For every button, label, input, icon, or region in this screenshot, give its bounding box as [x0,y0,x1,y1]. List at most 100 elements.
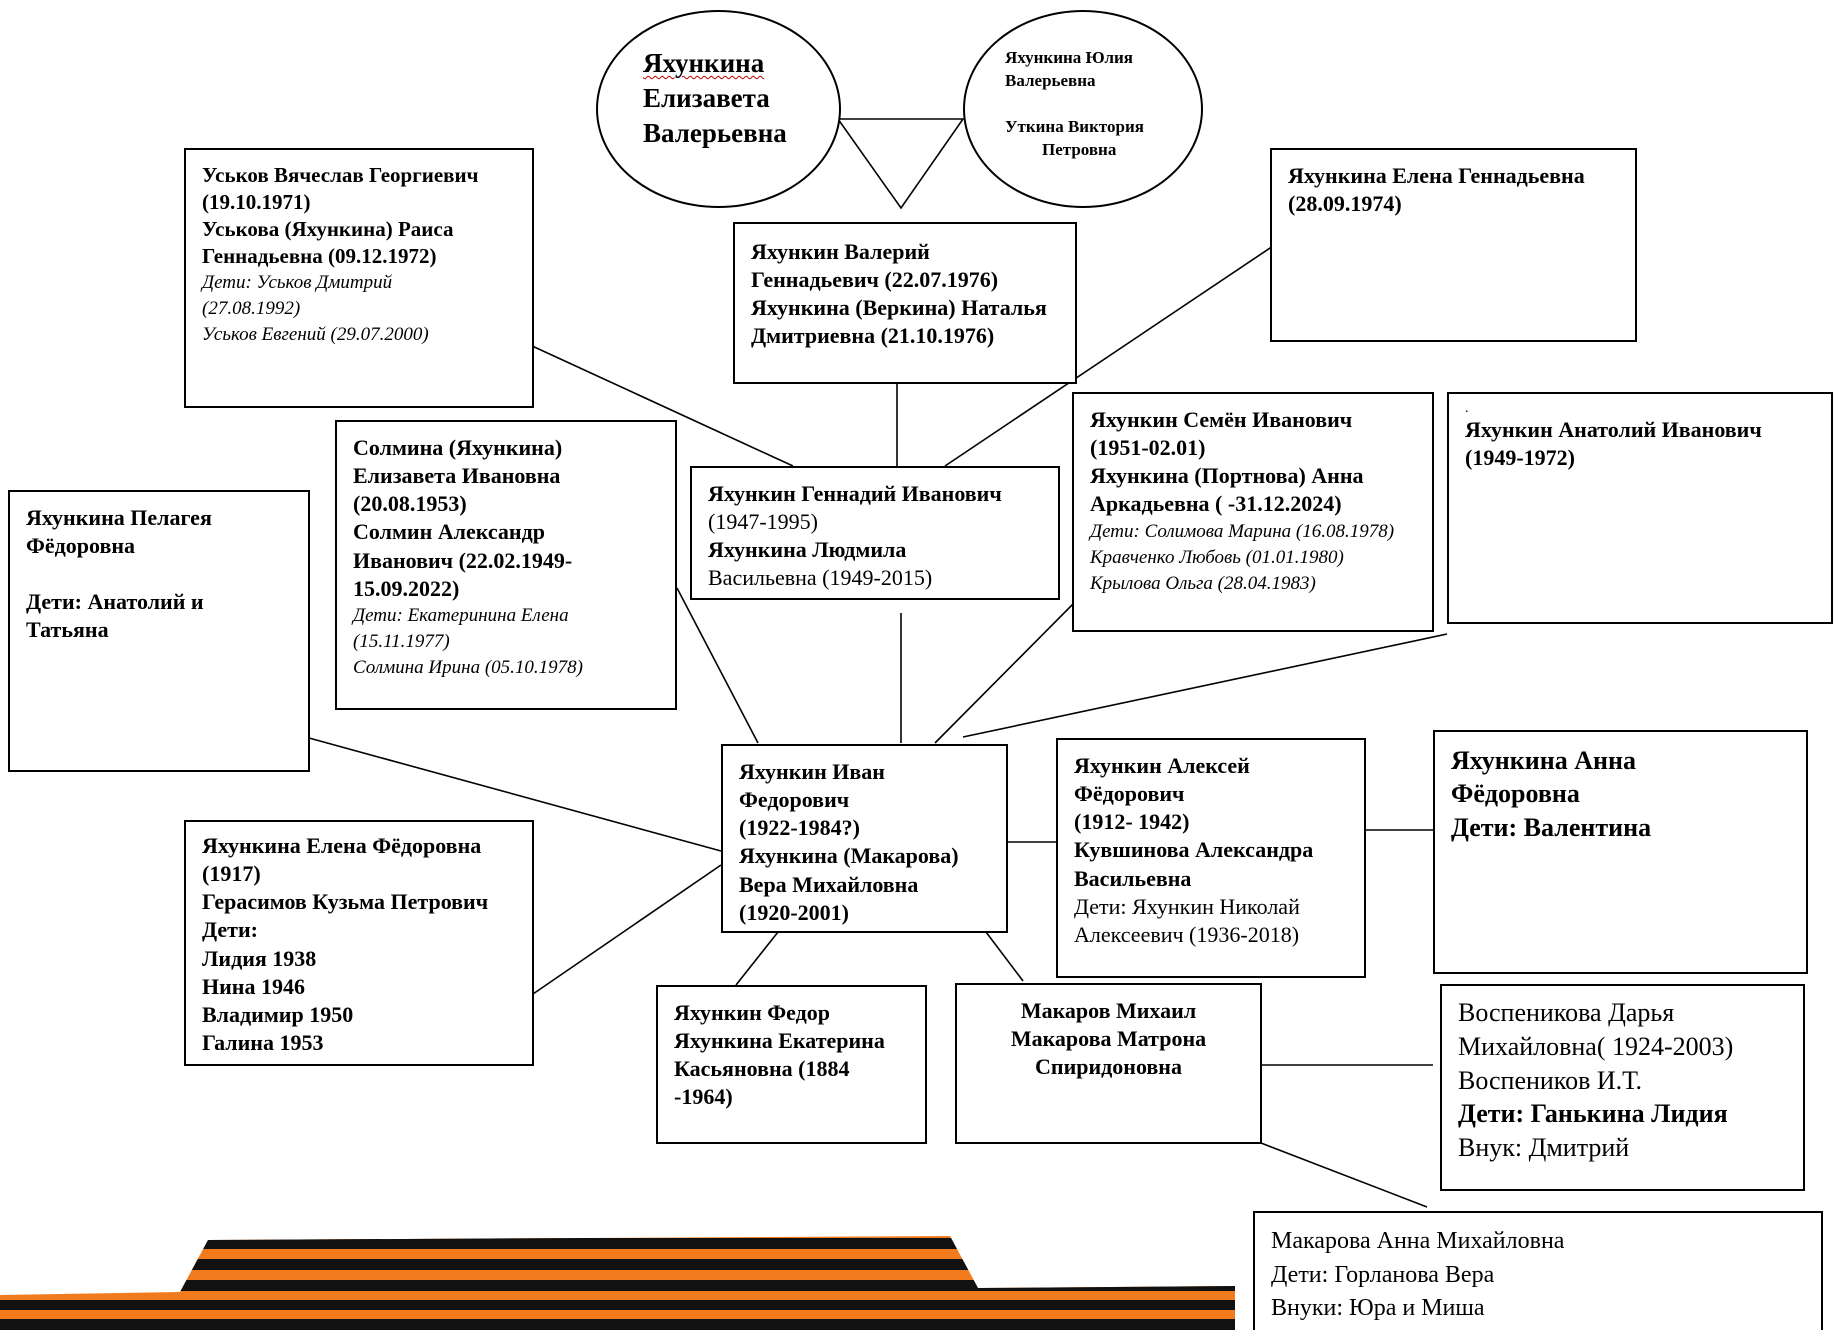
elena-f-line-4: Дети: [202,917,258,943]
uskov-family-box: Уськов Вячеслав Георгиевич (19.10.1971) … [184,148,534,408]
valery-line-4: Дмитриевна (21.10.1976) [751,323,995,349]
anna-fedorovna-box: Яхункина Анна Фёдоровна Дети: Валентина [1433,730,1808,974]
solmina-line-3: (20.08.1953) [353,491,467,517]
fedor-line-4: -1964) [674,1084,733,1110]
uskov-children-3: Уськов Евгений (29.07.2000) [202,323,429,345]
solmina-line-4: Солмин Александр [353,519,545,545]
makarova-anna-box: Макарова Анна Михайловна Дети: Горланова… [1253,1211,1823,1330]
alexey-line-5: Васильевна [1074,865,1192,891]
pelageya-spacer [26,560,292,588]
solmina-family-box: Солмина (Яхункина) Елизавета Ивановна (2… [335,420,677,710]
solmina-line-2: Елизавета Ивановна [353,463,561,489]
oval-person-right [963,10,1203,208]
elena-f-line-2: (1917) [202,861,261,887]
ivan-line-1: Яхункин Иван [739,759,885,784]
pelageya-line-3: Дети: Анатолий и [26,589,204,615]
ivan-line-5: Вера Михайловна [739,871,919,897]
solmina-line-5: Иванович (22.02.1949- [353,547,573,573]
gennady-line-1: Яхункин Геннадий Иванович [708,481,1002,506]
top-left-line-1: Яхункина [643,48,765,78]
top-right-line-3 [1005,93,1175,115]
fedor-line-1: Яхункин Федор [674,1000,830,1025]
vospenikova-line-3: Воспеников И.Т. [1458,1065,1642,1095]
pelageya-line-2: Фёдоровна [26,533,136,559]
anna-f-line-2: Фёдоровна [1451,779,1580,809]
uskov-line-1: Уськов Вячеслав Георгиевич [202,163,479,187]
anatoly-box: . Яхункин Анатолий Иванович (1949-1972) [1447,392,1833,624]
semyon-line-4: Аркадьевна ( -31.12.2024) [1090,491,1342,517]
makarova-anna-line-1: Макарова Анна Михайловна [1271,1228,1565,1254]
oval-person-left [596,10,841,208]
top-left-line-3: Валерьевна [643,118,787,149]
anatoly-line-1: Яхункин Анатолий Иванович [1465,417,1762,442]
alexey-line-4: Кувшинова Александра [1074,837,1314,863]
makarova-anna-line-2: Дети: Горланова Вера [1271,1261,1495,1288]
alexey-line-2: Фёдорович [1074,781,1185,807]
semyon-children-2: Кравченко Любовь (01.01.1980) [1090,546,1344,568]
gennady-family-box: Яхункин Геннадий Иванович (1947-1995) Ях… [690,466,1060,600]
alexey-line-1: Яхункин Алексей [1074,753,1250,778]
alexey-family-box: Яхункин Алексей Фёдорович (1912- 1942) К… [1056,738,1366,978]
makarov-family-box: Макаров Михаил Макарова Матрона Спиридон… [955,983,1262,1144]
top-right-line-5: Петровна [1042,140,1117,160]
semyon-line-1: Яхункин Семён Иванович [1090,407,1353,432]
oval-left-text: Яхункина Елизавета Валерьевна [643,46,787,151]
elena-f-line-1: Яхункина Елена Фёдоровна [202,833,482,858]
elena-f-line-8: Галина 1953 [202,1030,324,1056]
elena-f-line-6: Нина 1946 [202,973,305,999]
pelageya-box: Яхункина Пелагея Фёдоровна Дети: Анатоли… [8,490,310,772]
valery-family-box: Яхункин Валерий Геннадьевич (22.07.1976)… [733,222,1077,384]
fedor-line-3: Касьяновна (1884 [674,1056,850,1082]
semyon-line-2: (1951-02.01) [1090,435,1206,461]
elena-g-line-2: (28.09.1974) [1288,191,1402,217]
gennady-line-3: Яхункина Людмила [708,537,907,563]
elena-f-line-5: Лидия 1938 [202,945,317,971]
pelageya-line-1: Яхункина Пелагея [26,505,212,530]
valery-line-3: Яхункина (Веркина) Наталья [751,295,1047,321]
uskov-line-3: Уськова (Яхункина) Раиса [202,216,454,241]
ivan-line-4: Яхункина (Макарова) [739,843,959,869]
fedor-family-box: Яхункин Федор Яхункина Екатерина Касьяно… [656,985,927,1144]
gennady-line-2: (1947-1995) [708,509,818,535]
oval-right-text: Яхункина Юлия Валерьевна Уткина Виктория… [1005,46,1175,162]
top-left-line-2: Елизавета [643,83,770,114]
elena-fedorovna-box: Яхункина Елена Фёдоровна (1917) Герасимо… [184,820,534,1066]
vospenikova-line-4: Дети: Ганькина Лидия [1458,1099,1728,1129]
alexey-line-7: Алексеевич (1936-2018) [1074,921,1300,947]
makarov-line-1: Макаров Михаил [1020,998,1197,1023]
anatoly-line-2: (1949-1972) [1465,445,1575,471]
solmina-children-1: Дети: Екатеринина Елена [353,604,569,626]
uskov-children-1: Дети: Уськов Дмитрий [202,271,393,293]
semyon-line-3: Яхункина (Портнова) Анна [1090,463,1364,489]
elena-gennadyevna-box: Яхункина Елена Геннадьевна (28.09.1974) [1270,148,1637,342]
anatoly-dot: . [1465,401,1469,416]
solmina-line-1: Солмина (Яхункина) [353,435,563,460]
elena-f-line-7: Владимир 1950 [202,1001,354,1027]
elena-f-line-3: Герасимов Кузьма Петрович [202,889,489,915]
vospenikova-line-2: Михайловна( 1924-2003) [1458,1031,1734,1061]
makarova-anna-line-3: Внуки: Юра и Миша [1271,1295,1485,1322]
anna-f-line-3: Дети: Валентина [1451,812,1652,842]
solmina-children-2: (15.11.1977) [353,631,450,653]
solmina-line-6: 15.09.2022) [353,575,460,601]
gennady-line-4: Васильевна (1949-2015) [708,565,933,591]
uskov-line-4: Геннадьевна (09.12.1972) [202,243,437,268]
valery-line-2: Геннадьевич (22.07.1976) [751,267,999,293]
vospenikova-family-box: Воспеникова Дарья Михайловна( 1924-2003)… [1440,984,1805,1191]
fedor-line-2: Яхункина Екатерина [674,1028,885,1054]
st-george-ribbon [0,1236,1235,1330]
makarov-line-3: Спиридоновна [1035,1054,1182,1080]
alexey-line-6: Дети: Яхункин Николай [1074,893,1300,919]
ivan-fedorovich-box: Яхункин Иван Федорович (1922-1984?) Яхун… [721,744,1008,933]
ivan-line-3: (1922-1984?) [739,815,860,841]
uskov-children-2: (27.08.1992) [202,297,301,319]
elena-g-line-1: Яхункина Елена Геннадьевна [1288,163,1585,188]
marriage-triangle [837,118,965,210]
solmina-children-3: Солмина Ирина (05.10.1978) [353,657,583,679]
semyon-children-3: Крылова Ольга (28.04.1983) [1090,573,1316,595]
anna-f-line-1: Яхункина Анна [1451,746,1636,775]
top-right-line-1: Яхункина Юлия [1005,48,1134,67]
makarov-line-2: Макарова Матрона [1010,1026,1207,1052]
